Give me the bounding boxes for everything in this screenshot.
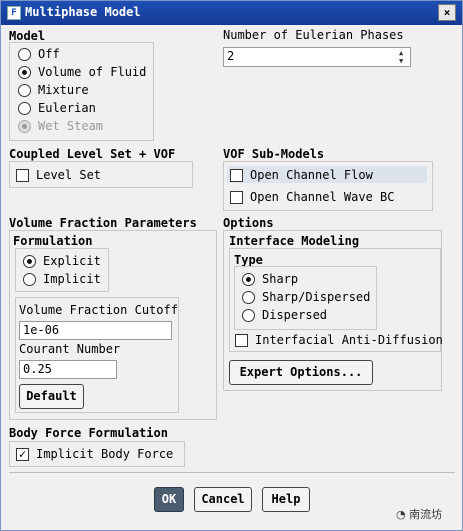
interface-modeling-group — [229, 248, 441, 352]
options-group — [223, 230, 442, 391]
eulerian-phases-input[interactable]: 2 — [223, 47, 411, 67]
close-button[interactable]: × — [438, 4, 456, 21]
formulation-option-label: Explicit — [43, 254, 101, 268]
open-channel-wave-bc-label: Open Channel Wave BC — [250, 190, 395, 204]
radio-off[interactable] — [18, 48, 31, 61]
eulerian-phases-value: 2 — [227, 49, 235, 63]
courant-number-input[interactable]: 0.25 — [19, 360, 117, 379]
spin-up-icon[interactable]: ▲ — [399, 49, 404, 57]
level-set-label: Level Set — [36, 168, 102, 182]
model-option-label: Volume of Fluid — [38, 65, 147, 79]
ok-button[interactable]: OK — [154, 487, 184, 512]
model-option-label: Wet Steam — [38, 119, 104, 133]
open-channel-flow-checkbox[interactable] — [230, 169, 243, 182]
type-group — [234, 266, 377, 330]
type-option-label: Dispersed — [262, 308, 328, 322]
model-option-label: Mixture — [38, 83, 89, 97]
level-set-checkbox[interactable] — [16, 169, 29, 182]
body-force-group — [9, 441, 185, 467]
formulation-group — [15, 248, 109, 292]
vof-submodels-title: VOF Sub-Models — [223, 147, 325, 161]
radio-dispersed[interactable] — [242, 309, 255, 322]
spin-down-icon[interactable]: ▼ — [399, 57, 404, 65]
type-title: Type — [234, 253, 263, 267]
radio-explicit[interactable] — [23, 255, 36, 268]
volume-fraction-cutoff-value: 1e-06 — [23, 323, 60, 337]
volume-fraction-cutoff-label: Volume Fraction Cutoff — [19, 303, 178, 317]
interfacial-anti-diffusion-checkbox[interactable] — [235, 334, 248, 347]
implicit-body-force-checkbox[interactable]: ✓ — [16, 448, 29, 461]
type-option-label: Sharp/Dispersed — [262, 290, 371, 304]
default-button[interactable]: Default — [19, 384, 84, 409]
fluent-app-icon: F — [7, 6, 21, 20]
title-bar[interactable]: F Multiphase Model × — [1, 1, 462, 25]
watermark-text: 南流坊 — [409, 508, 443, 521]
courant-number-label: Courant Number — [19, 342, 121, 356]
courant-number-value: 0.25 — [23, 362, 52, 376]
interfacial-anti-diffusion-label: Interfacial Anti-Diffusion — [255, 333, 443, 347]
options-title: Options — [223, 216, 274, 230]
watermark: ◔ 南流坊 — [396, 506, 442, 522]
model-option-label: Off — [38, 47, 60, 61]
coupled-level-set-title: Coupled Level Set + VOF — [9, 147, 176, 161]
radio-wet-steam — [18, 120, 31, 133]
model-title: Model — [9, 29, 46, 43]
radio-mixture[interactable] — [18, 84, 31, 97]
open-channel-flow-label: Open Channel Flow — [250, 168, 373, 182]
window-title: Multiphase Model — [25, 5, 141, 19]
parameter-fields-group — [15, 297, 179, 413]
interface-modeling-title: Interface Modeling — [229, 234, 360, 248]
type-option-label: Sharp — [262, 272, 299, 286]
radio-sharp-dispersed[interactable] — [242, 291, 255, 304]
volume-fraction-parameters-group — [9, 230, 217, 420]
radio-volume-of-fluid[interactable] — [18, 66, 31, 79]
volume-fraction-parameters-title: Volume Fraction Parameters — [9, 216, 197, 230]
open-channel-wave-bc-checkbox[interactable] — [230, 191, 243, 204]
eulerian-phases-label: Number of Eulerian Phases — [223, 28, 404, 42]
cancel-button[interactable]: Cancel — [194, 487, 252, 512]
radio-sharp[interactable] — [242, 273, 255, 286]
formulation-title: Formulation — [13, 234, 93, 248]
body-force-formulation-title: Body Force Formulation — [9, 426, 168, 440]
wechat-icon: ◔ — [396, 508, 406, 521]
divider — [9, 472, 455, 473]
focus-highlight — [227, 166, 427, 183]
radio-implicit[interactable] — [23, 273, 36, 286]
help-button[interactable]: Help — [262, 487, 310, 512]
vof-submodels-group — [223, 161, 433, 211]
volume-fraction-cutoff-input[interactable]: 1e-06 — [19, 321, 172, 340]
formulation-option-label: Implicit — [43, 272, 101, 286]
model-group — [9, 42, 154, 141]
expert-options-button[interactable]: Expert Options... — [229, 360, 373, 385]
implicit-body-force-label: Implicit Body Force — [36, 447, 174, 461]
coupled-level-set-group — [9, 161, 193, 188]
radio-eulerian[interactable] — [18, 102, 31, 115]
eulerian-phases-stepper[interactable]: ▲ ▼ — [396, 47, 410, 66]
model-option-label: Eulerian — [38, 101, 96, 115]
